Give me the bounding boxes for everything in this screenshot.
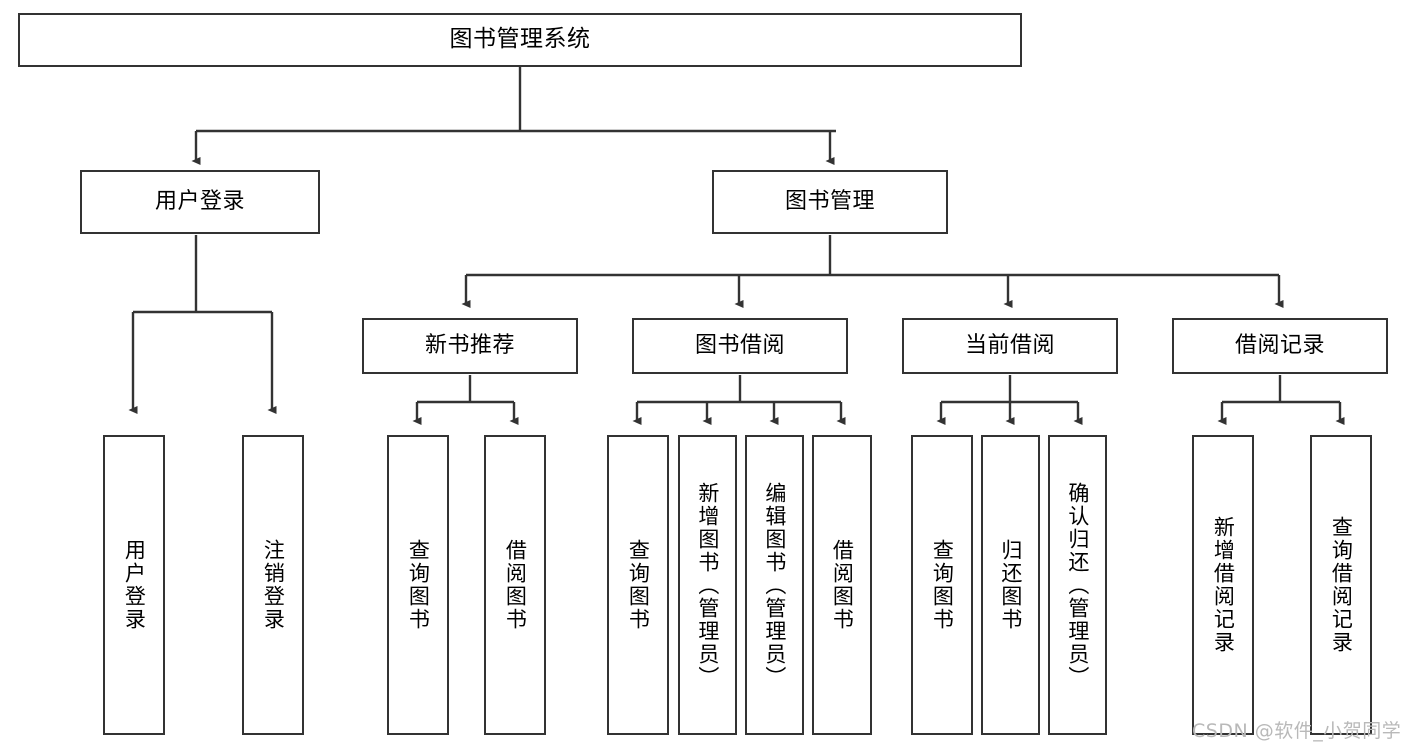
node-leaf-query-book-2[interactable]: 查询图书 (607, 435, 669, 735)
node-leaf-borrow-book-2[interactable]: 借阅图书 (812, 435, 872, 735)
node-leaf-edit-book-label: 编辑图书（管理员） (762, 481, 787, 689)
node-leaf-query-record[interactable]: 查询借阅记录 (1310, 435, 1372, 735)
node-book-manage-label: 图书管理 (784, 189, 875, 215)
node-leaf-confirm-return-label: 确认归还（管理员） (1065, 481, 1090, 689)
node-leaf-logout-label: 注销登录 (261, 539, 286, 631)
node-leaf-user-login[interactable]: 用户登录 (103, 435, 165, 735)
node-borrow-record-label: 借阅记录 (1234, 333, 1325, 359)
node-leaf-query-book-1[interactable]: 查询图书 (387, 435, 449, 735)
node-borrow-record[interactable]: 借阅记录 (1172, 318, 1388, 374)
node-leaf-query-record-label: 查询借阅记录 (1329, 516, 1354, 654)
node-book-manage[interactable]: 图书管理 (712, 170, 948, 234)
node-leaf-query-book-2-label: 查询图书 (626, 539, 651, 631)
node-root-label: 图书管理系统 (449, 26, 591, 53)
node-current-borrow-label: 当前借阅 (964, 333, 1055, 359)
node-leaf-add-book[interactable]: 新增图书（管理员） (678, 435, 737, 735)
node-leaf-return-book[interactable]: 归还图书 (981, 435, 1040, 735)
node-current-borrow[interactable]: 当前借阅 (902, 318, 1118, 374)
node-leaf-borrow-book-1-label: 借阅图书 (503, 539, 528, 631)
node-user-login[interactable]: 用户登录 (80, 170, 320, 234)
node-leaf-query-book-1-label: 查询图书 (406, 539, 431, 631)
node-leaf-add-book-label: 新增图书（管理员） (695, 481, 720, 689)
node-leaf-user-login-label: 用户登录 (122, 539, 147, 631)
node-user-login-label: 用户登录 (154, 189, 245, 215)
node-leaf-edit-book[interactable]: 编辑图书（管理员） (745, 435, 804, 735)
node-leaf-query-book-3[interactable]: 查询图书 (911, 435, 973, 735)
node-book-borrow[interactable]: 图书借阅 (632, 318, 848, 374)
node-leaf-query-book-3-label: 查询图书 (930, 539, 955, 631)
csdn-watermark: CSDN @软件_小贺同学 (1192, 720, 1402, 742)
node-new-book-rec-label: 新书推荐 (424, 333, 515, 359)
node-leaf-borrow-book-1[interactable]: 借阅图书 (484, 435, 546, 735)
node-leaf-borrow-book-2-label: 借阅图书 (830, 539, 855, 631)
node-leaf-logout[interactable]: 注销登录 (242, 435, 304, 735)
node-leaf-add-record-label: 新增借阅记录 (1211, 516, 1236, 654)
node-new-book-rec[interactable]: 新书推荐 (362, 318, 578, 374)
node-leaf-return-book-label: 归还图书 (998, 539, 1023, 631)
node-leaf-confirm-return[interactable]: 确认归还（管理员） (1048, 435, 1107, 735)
node-root[interactable]: 图书管理系统 (18, 13, 1022, 67)
node-book-borrow-label: 图书借阅 (694, 333, 785, 359)
node-leaf-add-record[interactable]: 新增借阅记录 (1192, 435, 1254, 735)
